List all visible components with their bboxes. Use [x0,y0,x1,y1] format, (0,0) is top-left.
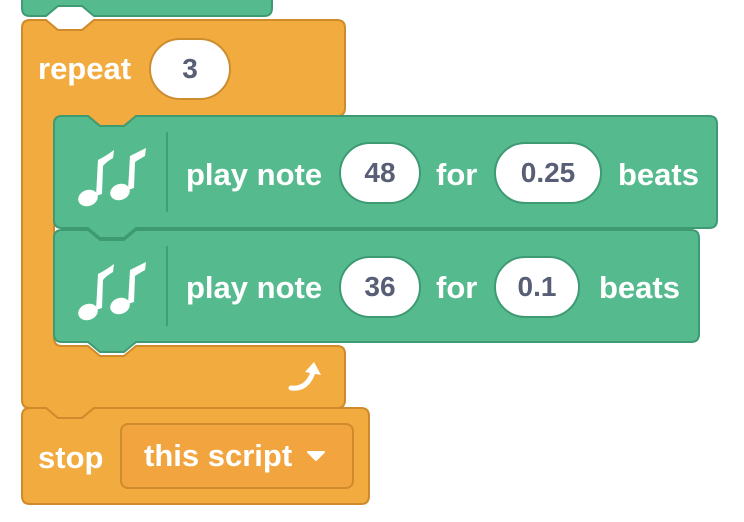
stop-option-label: this script [144,438,293,473]
for-label: for [436,157,478,192]
block-divider [166,132,168,212]
beats-input[interactable]: 0.25 [494,142,602,204]
play-note-label: play note [186,157,323,192]
previous-block-fragment[interactable] [21,0,273,17]
beats-label: beats [618,157,699,192]
note-input[interactable]: 36 [339,256,421,318]
music-notes-icon [78,262,146,321]
stop-option-dropdown[interactable]: this script [120,423,354,489]
block-divider [166,246,168,326]
play-note-label: play note [186,270,323,305]
for-label: for [436,270,478,305]
caret-down-icon [307,451,326,461]
music-notes-icon [78,148,146,207]
beats-input[interactable]: 0.1 [494,256,580,318]
note-input[interactable]: 48 [339,142,421,204]
repeat-count-input[interactable]: 3 [149,38,231,100]
loop-arrow-icon [288,362,321,391]
repeat-block-shape[interactable] [21,19,346,419]
stop-label: stop [38,440,104,475]
beats-label: beats [599,270,680,305]
repeat-label: repeat [38,51,132,86]
